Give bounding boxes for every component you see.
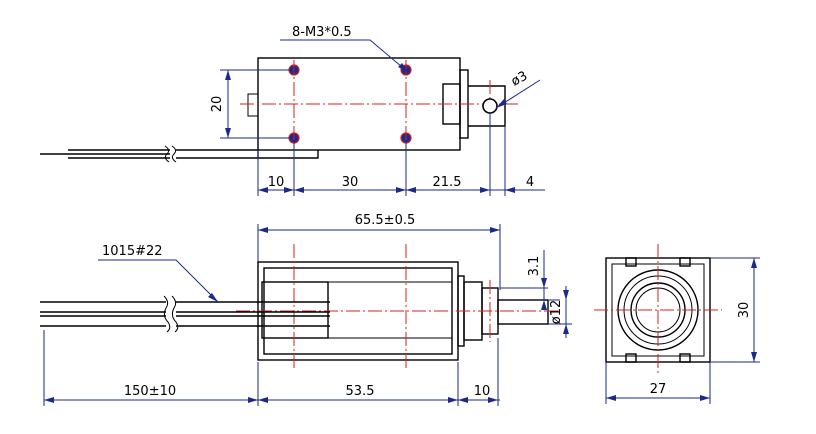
- plunger-dia-label: ø12: [549, 300, 564, 325]
- dim-arrow: [488, 397, 498, 403]
- top-view: 8-M3*0.5 ø3 20 10 30 21.5 4: [40, 25, 545, 196]
- dim-arrow: [294, 187, 304, 193]
- front-view-plunger-rod: [497, 299, 549, 325]
- dim-arrow: [225, 70, 231, 80]
- overall-length-label: 65.5±0.5: [355, 213, 416, 228]
- dim-21-5-label: 21.5: [433, 175, 462, 190]
- dim-10-top-label: 10: [268, 175, 285, 190]
- plunger-pin-hole: [482, 98, 498, 114]
- front-view-core: [261, 281, 329, 339]
- top-view-break-mark: [171, 145, 177, 163]
- height-20-label: 20: [210, 96, 225, 113]
- side-view-notch: [679, 257, 691, 267]
- dim-arrow: [563, 324, 569, 334]
- dim-10-bottom-label: 10: [474, 384, 491, 399]
- wire-spec-label: 1015#22: [102, 244, 163, 259]
- thread-leader: [280, 39, 409, 73]
- dim-30-side-label: 30: [737, 302, 752, 319]
- dim-arrow: [480, 187, 490, 193]
- thread-leader-arrow: [398, 63, 408, 72]
- thread-label: 8-M3*0.5: [292, 25, 352, 40]
- dim-arrow: [505, 187, 515, 193]
- hole-leader-arrow: [496, 99, 507, 108]
- dim-arrow: [490, 227, 500, 233]
- side-view-notch: [625, 257, 637, 267]
- body-length-label: 53.5: [346, 384, 375, 399]
- dim-arrow: [248, 397, 258, 403]
- side-view: 30 27: [594, 244, 760, 404]
- width-27-label: 27: [650, 382, 667, 397]
- lead-length-label: 150±10: [124, 384, 176, 399]
- dim-arrow: [700, 395, 710, 401]
- dim-3-1-label: 3.1: [527, 256, 542, 277]
- side-view-notch: [679, 353, 691, 363]
- top-view-bracket: [257, 150, 319, 159]
- dim-arrow: [258, 227, 268, 233]
- dim-arrow: [225, 128, 231, 138]
- dim-arrow: [606, 395, 616, 401]
- dim-arrow: [751, 258, 757, 268]
- dim-arrow: [284, 187, 294, 193]
- dim-arrow: [406, 187, 416, 193]
- dim-arrow: [458, 397, 468, 403]
- dim-arrow: [563, 290, 569, 300]
- side-view-notch: [625, 353, 637, 363]
- hole-dia-label: ø3: [509, 69, 530, 90]
- dim-4-label: 4: [526, 175, 534, 190]
- break-mark: [163, 295, 171, 333]
- dim-arrow: [44, 397, 54, 403]
- dim-arrow: [258, 187, 268, 193]
- dim-arrow: [258, 397, 268, 403]
- dim-30-top-label: 30: [342, 175, 359, 190]
- wire-spec-leader: [98, 259, 219, 303]
- front-view: 65.5±0.5 1015#22: [40, 213, 572, 406]
- top-view-break-mark: [164, 145, 170, 163]
- dim-arrow: [448, 397, 458, 403]
- dim-arrow: [541, 278, 547, 288]
- top-view-left-tab: [247, 93, 259, 117]
- top-view-plunger: [468, 85, 506, 127]
- dim-arrow: [751, 352, 757, 362]
- wire-spec-arrow: [208, 293, 218, 302]
- dim-arrow: [541, 300, 547, 310]
- front-view-coil: [327, 281, 453, 339]
- break-mark: [171, 295, 179, 333]
- dim-arrow: [396, 187, 406, 193]
